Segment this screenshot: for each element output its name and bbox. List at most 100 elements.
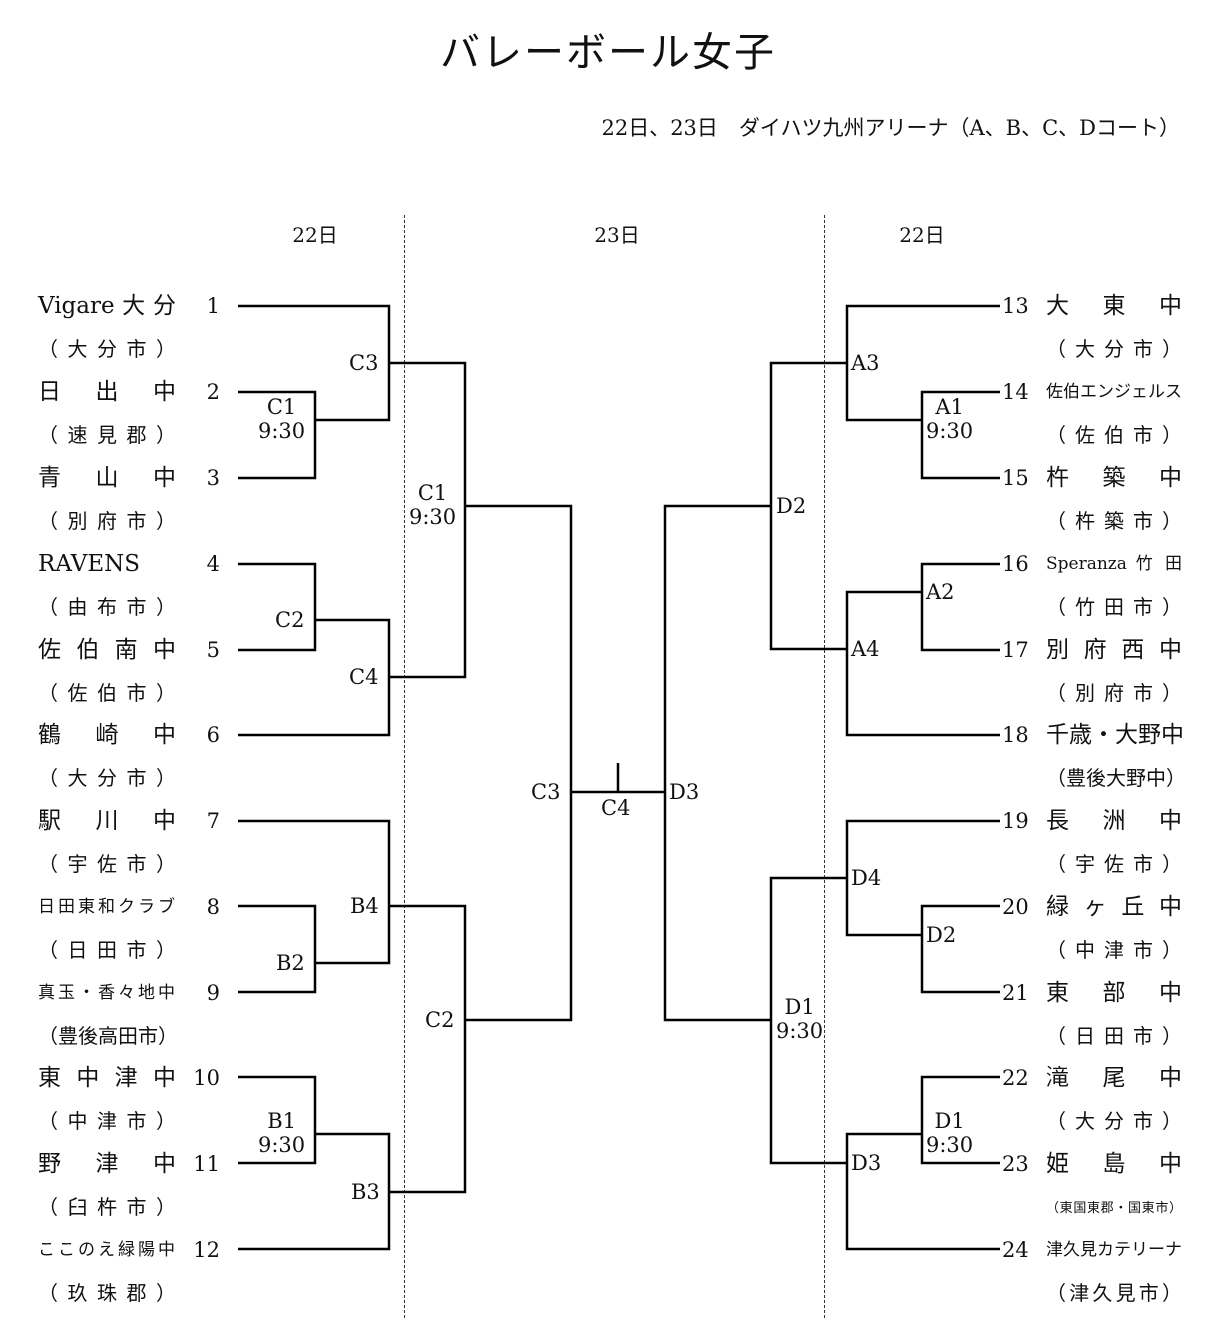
match-label: A4 bbox=[851, 637, 880, 661]
team-city: （津久見市） bbox=[1046, 1281, 1182, 1305]
team-name: 野 津 中 bbox=[38, 1151, 176, 1177]
bracket-line bbox=[389, 904, 467, 1194]
match-label: D2 bbox=[926, 923, 957, 947]
team-city: （ 別 府 市 ） bbox=[1046, 681, 1182, 705]
day-label-center: 23日 bbox=[594, 223, 640, 247]
team-city: （ 大 分 市 ） bbox=[1046, 1109, 1182, 1133]
match-label: C4 bbox=[601, 796, 631, 820]
team-name: 鶴 崎 中 bbox=[38, 722, 176, 748]
team-name: 別 府 西 中 bbox=[1046, 637, 1182, 663]
team-name: 緑 ヶ 丘 中 bbox=[1046, 894, 1182, 920]
team-seed: 18 bbox=[1002, 723, 1029, 747]
team-seed: 22 bbox=[1002, 1066, 1029, 1090]
team-seed: 11 bbox=[193, 1152, 220, 1176]
bracket-line bbox=[389, 361, 467, 679]
team-name: 津久見カテリーナ bbox=[1046, 1240, 1182, 1260]
team-name: 東 中 津 中 bbox=[38, 1065, 176, 1091]
team-seed: 9 bbox=[206, 981, 220, 1005]
team-seed: 16 bbox=[1002, 552, 1029, 576]
team-seed: 17 bbox=[1002, 638, 1029, 662]
team-city: （ 宇 佐 市 ） bbox=[38, 852, 176, 876]
team-name: ここのえ緑陽中 bbox=[38, 1240, 176, 1260]
bracket-line bbox=[845, 1132, 1000, 1251]
day-divider-left bbox=[404, 215, 405, 1318]
team-name: 姫 島 中 bbox=[1046, 1151, 1182, 1177]
bracket-line bbox=[238, 562, 317, 652]
team-name: RAVENS bbox=[38, 551, 141, 577]
team-name: 佐 伯 南 中 bbox=[38, 637, 176, 663]
bracket-line bbox=[465, 504, 573, 1022]
team-city: （ 玖 珠 郡 ） bbox=[38, 1281, 176, 1305]
team-city: （ 杵 築 市 ） bbox=[1046, 509, 1182, 533]
match-label: D3 bbox=[669, 780, 700, 804]
team-seed: 24 bbox=[1002, 1238, 1029, 1262]
team-name: 佐伯エンジェルス bbox=[1046, 382, 1182, 402]
team-city: （ 別 府 市 ） bbox=[38, 509, 176, 533]
team-city: （ 臼 杵 市 ） bbox=[38, 1195, 176, 1219]
team-seed: 21 bbox=[1002, 981, 1029, 1005]
match-label: B2 bbox=[276, 951, 305, 975]
team-city: （ 大 分 市 ） bbox=[38, 766, 176, 790]
team-city: （ 速 見 郡 ） bbox=[38, 423, 176, 447]
match-label: B4 bbox=[350, 894, 379, 918]
day-label-left: 22日 bbox=[292, 223, 338, 247]
team-name: 大 東 中 bbox=[1046, 293, 1182, 319]
match-label: A3 bbox=[851, 351, 880, 375]
day-divider-right bbox=[824, 215, 825, 1318]
team-name: 長 洲 中 bbox=[1046, 808, 1182, 834]
team-seed: 2 bbox=[206, 380, 220, 404]
team-seed: 1 bbox=[206, 294, 220, 318]
match-label: C2 bbox=[425, 1008, 455, 1032]
team-seed: 20 bbox=[1002, 895, 1029, 919]
match-label: B1 9:30 bbox=[258, 1109, 306, 1157]
team-seed: 15 bbox=[1002, 466, 1029, 490]
team-seed: 23 bbox=[1002, 1152, 1029, 1176]
team-name: 青 山 中 bbox=[38, 465, 176, 491]
match-label: D2 bbox=[776, 494, 807, 518]
team-city: （ 由 布 市 ） bbox=[38, 595, 176, 619]
bracket-line bbox=[920, 904, 1000, 994]
match-label: C1 9:30 bbox=[409, 481, 457, 529]
team-seed: 19 bbox=[1002, 809, 1029, 833]
team-city: （ 竹 田 市 ） bbox=[1046, 595, 1182, 619]
team-seed: 7 bbox=[206, 809, 220, 833]
team-name: Speranza 竹 田 bbox=[1046, 554, 1182, 574]
team-city: （ 中 津 市 ） bbox=[1046, 938, 1182, 962]
match-label: A2 bbox=[926, 580, 955, 604]
team-city: （ 大 分 市 ） bbox=[1046, 337, 1182, 361]
team-seed: 4 bbox=[206, 552, 220, 576]
venue-subtitle: 22日、23日 ダイハツ九州アリーナ（A、B、C、Dコート） bbox=[601, 116, 1180, 140]
team-city: （ 日 田 市 ） bbox=[1046, 1024, 1182, 1048]
bracket-line bbox=[238, 904, 317, 994]
match-label: A1 9:30 bbox=[926, 395, 974, 443]
team-seed: 10 bbox=[193, 1066, 220, 1090]
day-label-right: 22日 bbox=[899, 223, 945, 247]
team-city: （東国東郡・国東市） bbox=[1046, 1201, 1182, 1216]
team-name: 真玉・香々地中 bbox=[38, 983, 176, 1003]
team-seed: 5 bbox=[206, 638, 220, 662]
team-name: 日田東和クラブ bbox=[38, 897, 176, 917]
team-name: 千歳・大野中 bbox=[1046, 722, 1184, 748]
bracket-line bbox=[769, 876, 847, 1165]
match-label: D1 9:30 bbox=[776, 995, 824, 1043]
team-seed: 3 bbox=[206, 466, 220, 490]
bracket-line bbox=[920, 562, 1000, 652]
team-name: 滝 尾 中 bbox=[1046, 1065, 1182, 1091]
team-city: （ 宇 佐 市 ） bbox=[1046, 852, 1182, 876]
team-seed: 12 bbox=[193, 1238, 220, 1262]
match-label: C4 bbox=[349, 665, 379, 689]
match-label: C1 9:30 bbox=[258, 395, 306, 443]
match-label: C3 bbox=[531, 780, 561, 804]
team-name: 東 部 中 bbox=[1046, 980, 1182, 1006]
bracket-line bbox=[845, 590, 1000, 737]
team-name: 杵 築 中 bbox=[1046, 465, 1182, 491]
match-label: C2 bbox=[275, 608, 305, 632]
match-label: B3 bbox=[351, 1180, 380, 1204]
team-city: （豊後大野中） bbox=[1046, 766, 1186, 790]
team-city: （ 大 分 市 ） bbox=[38, 337, 176, 361]
bracket-line bbox=[845, 819, 1000, 937]
bracket-line bbox=[238, 1075, 317, 1165]
page-title: バレーボール女子 bbox=[440, 30, 776, 76]
match-label: D3 bbox=[851, 1151, 882, 1175]
